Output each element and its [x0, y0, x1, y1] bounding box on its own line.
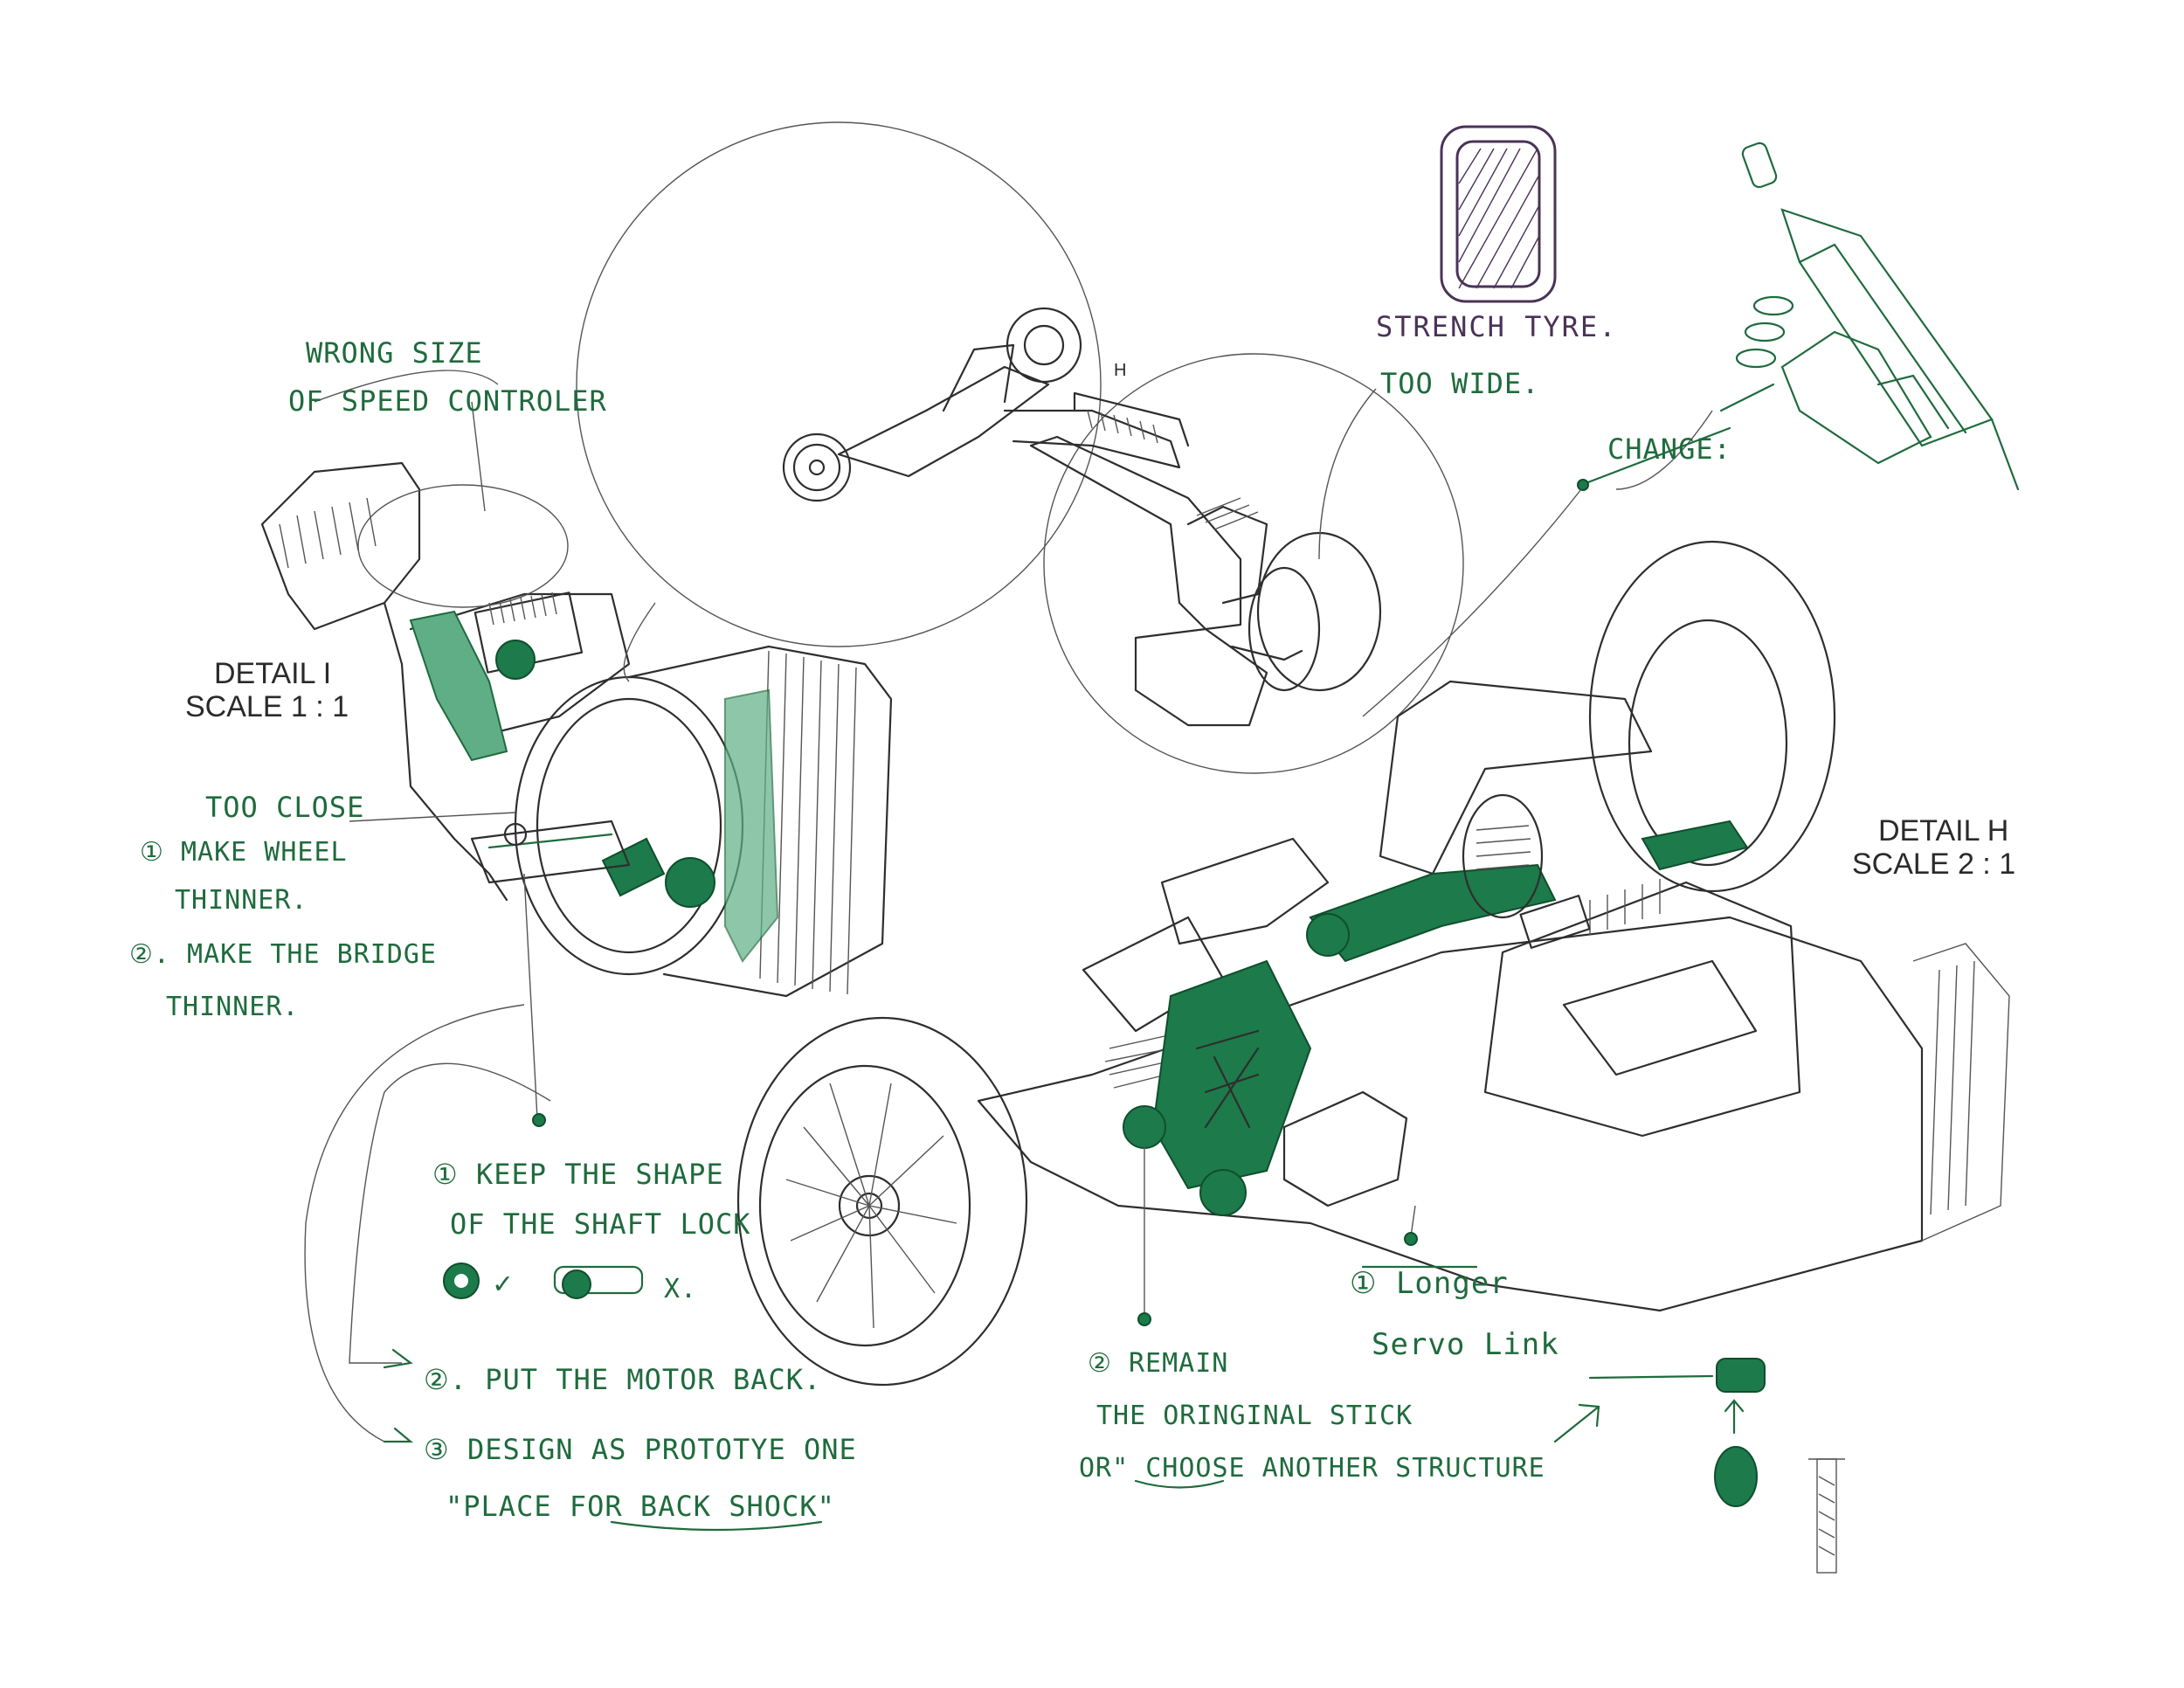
note-check-mark: ✓ — [494, 1266, 512, 1301]
detail-h-overview-circle — [576, 121, 1102, 647]
shock-change-sketch — [1719, 142, 2020, 491]
detail-i-title: DETAIL I — [214, 657, 331, 690]
note-make-wheel-line2: THINNER. — [175, 885, 308, 916]
note-too-wide: TOO WIDE. — [1380, 367, 1539, 400]
main-chassis — [736, 540, 2010, 1387]
detail-i-assembly — [260, 461, 893, 998]
detail-h-marker: H — [1114, 361, 1126, 380]
note-design-prototype: ③ DESIGN AS PROTOTYE ONE — [424, 1433, 857, 1466]
note-longer: ① Longer — [1350, 1266, 1509, 1301]
annotation-leaders — [304, 370, 1731, 1532]
detail-h-scale: SCALE 2 : 1 — [1852, 847, 2015, 881]
note-make-wheel-line1: ① MAKE WHEEL — [140, 837, 348, 868]
detail-i-scale: SCALE 1 : 1 — [185, 690, 349, 723]
note-make-bridge-line1: ②. MAKE THE BRIDGE — [129, 939, 437, 970]
note-wrong-size-line2: OF SPEED CONTROLER — [288, 384, 607, 418]
tyre-section-sketch — [1440, 125, 1557, 303]
note-change: CHANGE: — [1607, 432, 1731, 466]
overview-chassis — [782, 307, 1190, 502]
note-choose-another: OR" CHOOSE ANOTHER STRUCTURE — [1079, 1453, 1545, 1484]
bushing-screw-sketches — [1588, 1358, 1845, 1574]
note-original-stick: THE ORINGINAL STICK — [1096, 1401, 1413, 1431]
note-place-back-shock: "PLACE FOR BACK SHOCK" — [446, 1490, 835, 1523]
note-x-mark: X. — [664, 1274, 697, 1304]
note-make-bridge-line2: THINNER. — [166, 992, 300, 1022]
note-too-close: TOO CLOSE — [205, 791, 364, 824]
detail-h-title: DETAIL H — [1878, 814, 2008, 847]
note-wrong-size-line1: WRONG SIZE — [306, 336, 483, 370]
note-remain: ② REMAIN — [1088, 1348, 1228, 1379]
note-strench-tyre: STRENCH TYRE. — [1376, 310, 1617, 343]
shaft-lock-sketches — [443, 1263, 644, 1299]
note-servo-link: Servo Link — [1372, 1327, 1559, 1362]
note-put-motor-back: ②. PUT THE MOTOR BACK. — [424, 1363, 821, 1396]
zoomed-chassis — [1029, 435, 1382, 692]
note-keep-shape-line2: OF THE SHAFT LOCK — [450, 1207, 751, 1241]
detail-h-zoom-circle — [1043, 353, 1464, 774]
note-keep-shape-line1: ① KEEP THE SHAPE — [432, 1158, 724, 1191]
